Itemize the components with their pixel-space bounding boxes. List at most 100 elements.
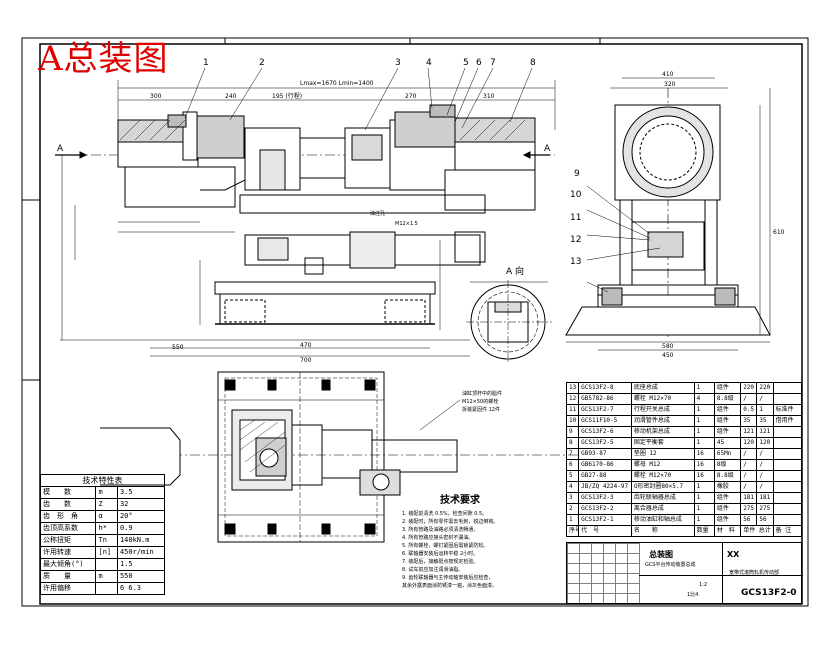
dim-length-range: Lmax=1670 Lmin=1400 [300, 80, 374, 87]
part-w1: 275 [740, 503, 758, 515]
balloon-5: 5 [463, 58, 469, 68]
part-name: 垫圈 12 [630, 448, 695, 460]
tech-spec-row: 许用转速[n]450r/min [39, 546, 166, 559]
balloon-4: 4 [426, 58, 432, 68]
part-w2: 181 [756, 492, 774, 504]
balloon-13: 13 [570, 257, 582, 267]
part-code: GB6170-86 [578, 459, 632, 471]
part-w1: 220 [740, 382, 758, 394]
dim-700: 700 [300, 357, 312, 364]
front-view [55, 67, 556, 357]
part-w1: 0.5 [740, 404, 758, 416]
part-mat: 组件 [713, 404, 742, 416]
tech-spec-name: 许用转速 [39, 546, 97, 559]
part-no: 11 [565, 404, 580, 416]
part-name: 行程开关总成 [630, 404, 695, 416]
balloon-7: 7 [490, 58, 496, 68]
part-mat: 橡胶 [713, 481, 742, 493]
tech-spec-name: 模 数 [39, 486, 97, 499]
part-note [772, 437, 803, 449]
part-w1: 181 [740, 492, 758, 504]
company-mark: XX [727, 550, 740, 559]
tech-spec-name: 齿 形 角 [39, 510, 97, 523]
part-qty: 1 [693, 382, 715, 394]
dim-550: 550 [172, 344, 184, 351]
part-qty: 1 [693, 514, 715, 526]
part-mat: 组件 [713, 514, 742, 526]
title-tag: A总装图 [38, 39, 169, 79]
note-item: 8. 试车前应加注润滑油脂。 [402, 567, 464, 573]
tech-spec-val: 140kN.m [116, 534, 166, 547]
part-qty: 4 [693, 393, 715, 405]
part-w2: / [756, 448, 774, 460]
tech-spec-name: 最大倾角(°) [39, 558, 97, 571]
tech-spec-sym [95, 558, 118, 571]
note-item: 2. 装配时，所有零件需去毛刺，锐边倒钝。 [402, 519, 499, 525]
note-item: 6. 联轴器安装后运转平稳 2小时。 [402, 551, 479, 557]
part-note [772, 426, 803, 438]
part-code: GCS13F2-6 [578, 426, 632, 438]
part-no: 5 [565, 470, 580, 482]
part-mat: 8.8级 [713, 470, 742, 482]
part-w1: / [740, 470, 758, 482]
part-w1: 120 [740, 437, 758, 449]
header-no: 序号 [565, 525, 580, 537]
dim-580: 580 [662, 343, 674, 350]
balloon-2: 2 [259, 58, 265, 68]
balloon-11: 11 [570, 213, 582, 223]
tech-spec-name: 公称扭矩 [39, 534, 97, 547]
tech-spec-title: 技术特性表 [40, 474, 165, 487]
part-qty: 16 [693, 448, 715, 460]
part-note [772, 503, 803, 515]
tech-spec-val: 32 [116, 498, 166, 511]
header-name: 名 称 [630, 525, 695, 537]
tech-spec-val: 6 6.3 [116, 582, 166, 595]
part-w2: 1 [756, 404, 774, 416]
notes-list: 1. 装配前清洗 0.5%，检查间隙 0.5。2. 装配时，所有零件需去毛刺，锐… [402, 510, 558, 590]
part-name: 螺母 M12 [630, 459, 695, 471]
part-no: 8 [565, 437, 580, 449]
drawing-code: GCS13F2-0 [741, 588, 797, 598]
tech-spec-val: 20° [116, 510, 166, 523]
dim-610: 610 [773, 229, 785, 236]
balloon-8: 8 [530, 58, 536, 68]
part-note [772, 470, 803, 482]
part-code: GCS13F2-2 [578, 503, 632, 515]
a-view-detail [466, 280, 552, 364]
designer-org: 宽带式滚筒轧机传动部 [729, 570, 780, 576]
part-w2: 121 [756, 426, 774, 438]
part-name: 齿轮联轴器总成 [630, 492, 695, 504]
tech-spec-sym: m [95, 486, 118, 499]
part-mat: 组件 [713, 382, 742, 394]
part-w2: 56 [756, 514, 774, 526]
part-w2: 275 [756, 503, 774, 515]
part-w2: / [756, 393, 774, 405]
tech-spec-name: 质 量 [39, 570, 97, 583]
part-w2: 35 [756, 415, 774, 427]
part-w1: 35 [740, 415, 758, 427]
tech-spec-row: 最大倾角(°)1.5 [39, 558, 166, 571]
part-name: 固定平衡套 [630, 437, 695, 449]
note-item: 5. 所有螺栓，螺钉紧固后需锁紧防松。 [402, 543, 489, 549]
part-mat: 组件 [713, 426, 742, 438]
dim-410: 410 [662, 71, 674, 78]
part-note [772, 459, 803, 471]
part-note [772, 393, 803, 405]
part-w2: / [756, 481, 774, 493]
part-code: GCS13F2-3 [578, 492, 632, 504]
tech-spec-val: 0.9 [116, 522, 166, 535]
scale: 1:2 [699, 582, 708, 588]
